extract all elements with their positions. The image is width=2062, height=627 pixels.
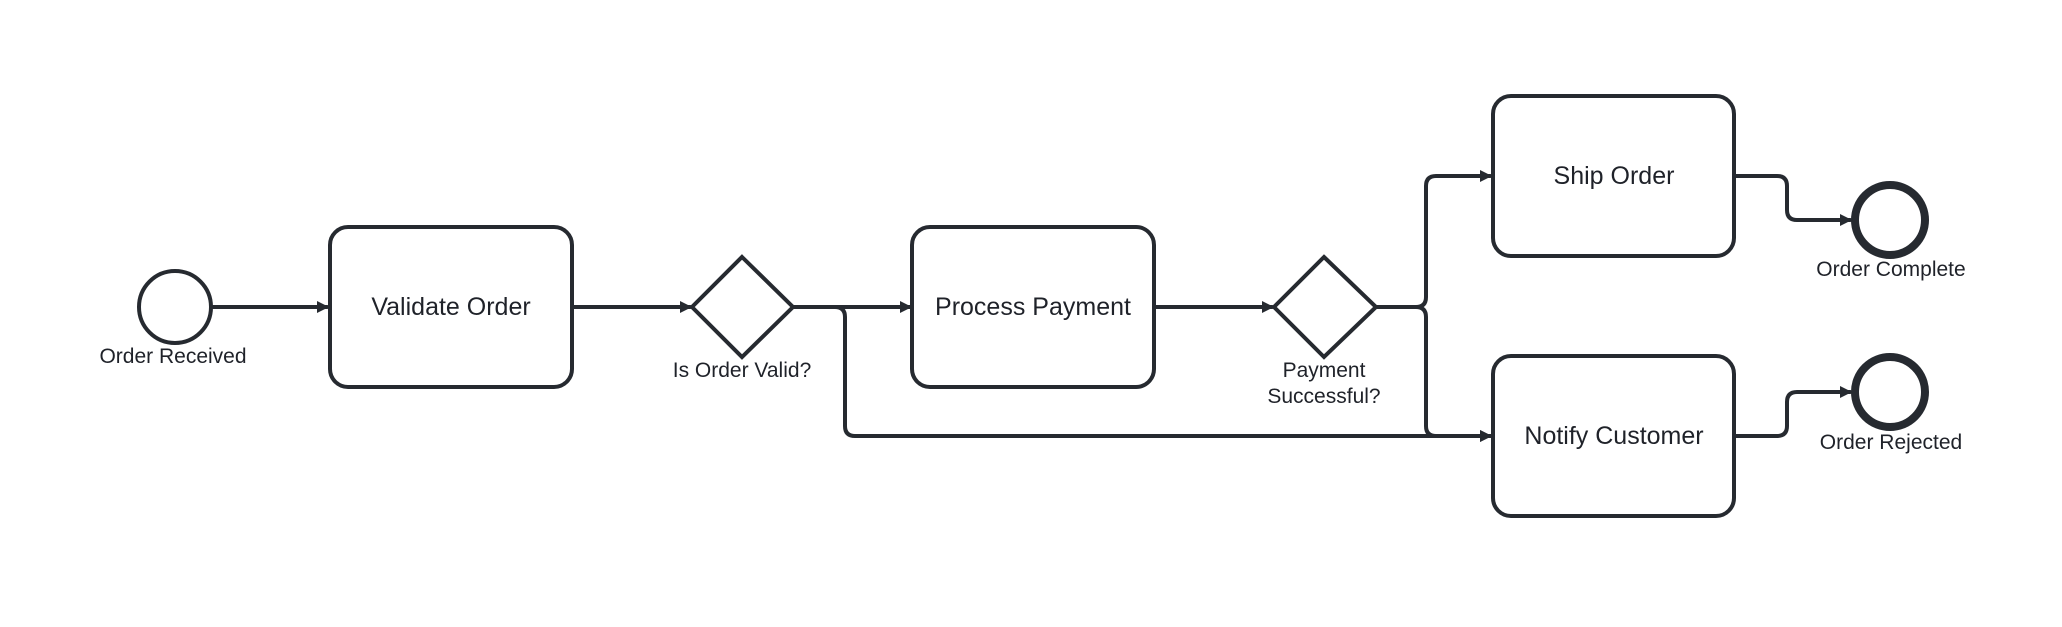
flow-ship-to-complete [1731,174,1852,226]
flow-notify-to-rejected [1731,386,1852,438]
start-event-label: Order Received [99,345,246,368]
gateway-order-valid[interactable] [689,254,796,360]
gateway-payment-label-line1: Payment [1283,359,1366,382]
flow-gateway-to-ship [1374,170,1492,309]
flow-gateway-invalid-to-notify [791,305,1492,442]
task-validate-order[interactable] [328,225,574,389]
gateway-payment-label-line2: Successful? [1267,385,1380,408]
flow-gateway-failed-to-notify [1374,305,1492,442]
task-ship-order-label: Ship Order [1554,162,1675,190]
task-validate-order-label: Validate Order [371,293,530,321]
gateway-order-valid-label: Is Order Valid? [673,359,812,382]
task-notify-customer[interactable] [1491,354,1736,518]
end-event-order-rejected-label: Order Rejected [1820,431,1962,454]
start-event[interactable] [137,269,213,345]
end-event-order-complete-label: Order Complete [1816,258,1965,281]
task-process-payment[interactable] [910,225,1156,389]
task-ship-order[interactable] [1491,94,1736,258]
end-event-order-rejected[interactable] [1851,353,1929,431]
gateway-payment-successful[interactable] [1271,254,1379,360]
task-notify-customer-label: Notify Customer [1524,422,1703,450]
task-process-payment-label: Process Payment [935,293,1131,321]
end-event-order-complete[interactable] [1851,181,1929,259]
